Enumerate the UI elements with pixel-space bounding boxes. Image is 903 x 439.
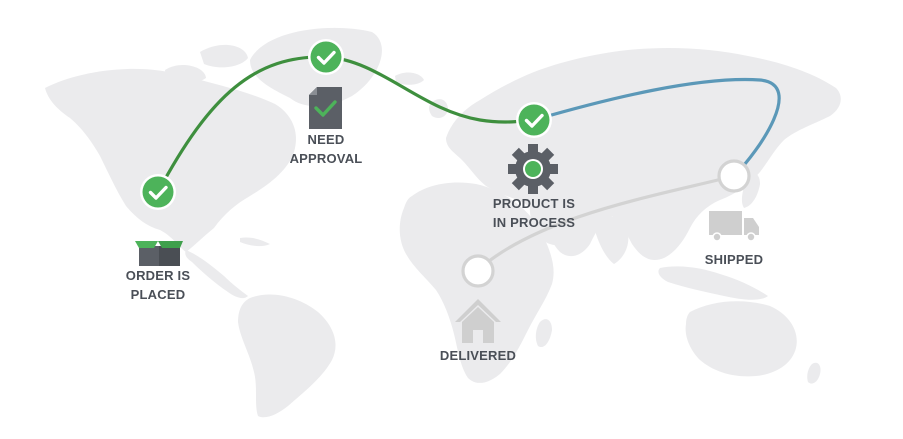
step-label-order-line-2: PLACED <box>130 287 186 302</box>
step-marker-delivered <box>461 254 495 288</box>
step-label-delivered: DELIVERED <box>428 346 528 365</box>
check-icon <box>524 113 544 128</box>
check-icon <box>316 50 336 65</box>
route-in-transit-path <box>532 77 781 178</box>
step-marker-approval <box>308 39 344 75</box>
world-map <box>45 27 841 418</box>
route-completed-path <box>156 55 536 194</box>
step-label-process-line-2: IN PROCESS <box>492 215 576 230</box>
step-marker-shipped <box>717 159 751 193</box>
step-label-approval: NEED APPROVAL <box>276 130 376 168</box>
step-label-delivered-line-1: DELIVERED <box>439 348 517 363</box>
step-label-approval-line-2: APPROVAL <box>289 151 363 166</box>
step-marker-process <box>516 102 552 138</box>
step-label-approval-line-1: NEED <box>307 132 345 147</box>
step-label-shipped-line-1: SHIPPED <box>704 252 764 267</box>
route-pending-path <box>476 174 736 272</box>
open-box-icon <box>135 241 183 266</box>
step-label-process-line-1: PRODUCT IS <box>492 196 576 211</box>
truck-icon <box>709 211 759 242</box>
document-check-icon <box>309 87 342 129</box>
step-label-order-line-1: ORDER IS <box>125 268 191 283</box>
step-marker-order <box>140 174 176 210</box>
check-icon <box>148 185 168 200</box>
house-icon <box>455 299 501 343</box>
step-label-order: ORDER IS PLACED <box>108 266 208 304</box>
gear-icon <box>508 144 558 194</box>
step-label-shipped: SHIPPED <box>684 250 784 269</box>
step-label-process: PRODUCT IS IN PROCESS <box>474 194 594 232</box>
